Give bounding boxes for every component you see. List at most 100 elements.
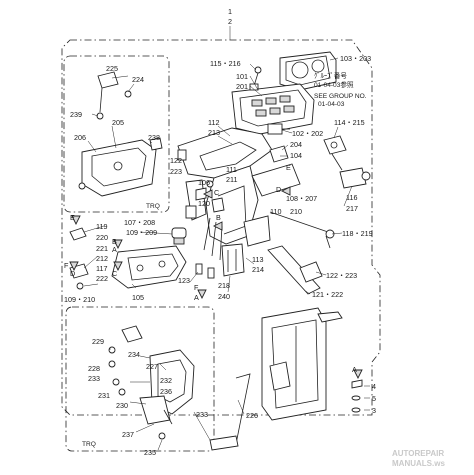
callout-224: 224	[132, 75, 144, 84]
callout-114-215: 114・215	[334, 118, 365, 127]
callout-225: 225	[106, 64, 118, 73]
callout-121-222: 121・222	[312, 290, 343, 299]
marker-d-upper: D	[276, 185, 281, 194]
callout-235: 235	[144, 448, 156, 457]
callout-105: 105	[132, 293, 144, 302]
marker-f-upper: F	[194, 283, 199, 292]
callout-122-upper: 122	[170, 156, 182, 165]
callout-115-216: 115・216	[210, 59, 241, 68]
callout-109-210: 109・210	[64, 295, 95, 304]
leader-lines	[83, 57, 370, 451]
callout-220: 220	[96, 233, 108, 242]
group-note-line4: 01-04-03	[318, 101, 345, 108]
callout-206: 206	[74, 133, 86, 142]
inset-upper-left	[63, 55, 170, 213]
inset-upper-contents	[78, 71, 163, 197]
marker-c-left: C	[112, 269, 117, 278]
indicator-panel	[231, 83, 315, 135]
callout-5: 5	[372, 394, 376, 403]
callout-227: 227	[146, 362, 158, 371]
callout-218: 218	[218, 281, 230, 290]
parts-122-upper	[177, 149, 187, 161]
callout-233-lower: 233	[196, 410, 208, 419]
main-outline	[61, 39, 381, 416]
callout-118-219: 118・219	[342, 229, 373, 238]
switch-102	[267, 123, 290, 135]
callout-104: 104	[290, 151, 302, 160]
callout-232: 232	[160, 376, 172, 385]
marker-b-upper: B	[216, 213, 221, 222]
callout-201: 201	[236, 82, 248, 91]
callout-234: 234	[128, 350, 140, 359]
header-number-1: 1	[228, 7, 232, 16]
callout-102-202: 102・202	[292, 129, 323, 138]
callout-111: 111	[226, 165, 237, 174]
bracket-104	[269, 145, 289, 163]
callout-205: 205	[112, 118, 124, 127]
pedal-arm-121	[267, 245, 323, 295]
pedal-assembly	[209, 307, 343, 451]
header-number-2: 2	[228, 17, 232, 26]
trq-label-lower: TRQ	[82, 441, 96, 448]
callout-237: 237	[122, 430, 134, 439]
callout-238: 238	[148, 133, 160, 142]
marker-a-upper: A	[194, 293, 199, 302]
callout-119: 119	[96, 222, 107, 231]
arrows	[69, 186, 363, 380]
callout-204: 204	[290, 140, 302, 149]
callout-3: 3	[372, 406, 376, 415]
marker-f-left: F	[64, 261, 69, 270]
callout-221: 221	[96, 244, 108, 253]
small-left-parts	[69, 227, 89, 290]
marker-b-left: B	[112, 237, 117, 246]
callout-112: 112	[208, 118, 219, 127]
marker-e-upper: E	[286, 163, 291, 172]
group-note-line2: 01-04-03参照	[314, 80, 354, 89]
callout-210: 210	[290, 207, 302, 216]
callout-239: 239	[70, 110, 82, 119]
callout-117: 117	[96, 264, 107, 273]
callout-222: 222	[96, 274, 108, 283]
meter-cluster	[279, 51, 337, 91]
callout-214: 214	[252, 265, 264, 274]
callout-108-207: 108・207	[286, 194, 317, 203]
plate-113	[243, 215, 271, 247]
callout-217: 217	[346, 204, 358, 213]
bracket-105	[111, 245, 187, 289]
marker-c-upper: C	[214, 188, 219, 197]
callout-107-208: 107・208	[124, 218, 155, 227]
marker-d-left: D	[70, 269, 75, 278]
callout-230: 230	[116, 401, 128, 410]
callout-116: 116	[346, 193, 357, 202]
inset-lower-contents	[108, 325, 195, 440]
callout-101: 101	[236, 72, 248, 81]
callout-122-223: 122・223	[326, 271, 357, 280]
callout-109-209: 109・209	[126, 228, 157, 237]
small-brackets	[195, 180, 225, 213]
watermark-line1: AUTOREPAIR	[392, 449, 444, 458]
group-note-line3: SEE GROUP NO.	[314, 93, 367, 100]
callout-233: 233	[88, 374, 100, 383]
callout-113: 113	[252, 255, 263, 264]
callout-223-upper: 223	[170, 167, 182, 176]
fastener-symbols	[351, 379, 363, 413]
callout-212: 212	[96, 254, 108, 263]
callout-120: 120	[198, 199, 210, 208]
callout-103-203: 103・203	[340, 54, 371, 63]
callout-231: 231	[98, 391, 110, 400]
callout-240: 240	[218, 292, 230, 301]
ignition-switch	[323, 135, 371, 189]
connector-115	[249, 66, 262, 91]
watermark-line2: MANUALS.ws	[392, 459, 445, 468]
callout-213: 213	[208, 128, 220, 137]
callout-4: 4	[372, 382, 376, 391]
marker-e-left: E	[70, 213, 75, 222]
trq-label-upper: TRQ	[146, 203, 160, 210]
column-frame	[177, 127, 301, 277]
callout-110: 110	[270, 207, 281, 216]
marker-a-left: A	[112, 245, 117, 254]
callout-226: 226	[246, 411, 258, 420]
callout-236: 236	[160, 387, 172, 396]
small-parts-123	[195, 263, 215, 279]
